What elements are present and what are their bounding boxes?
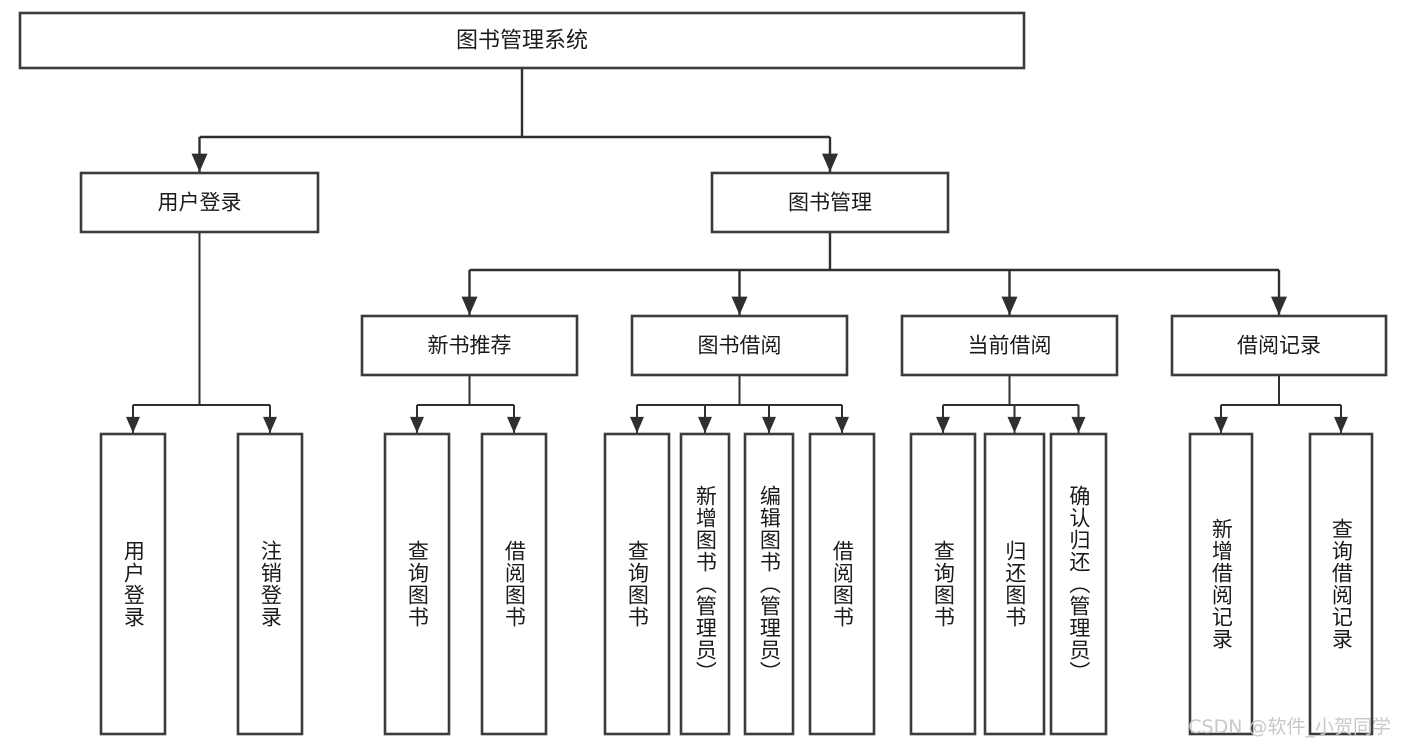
arrow-head-icon — [1007, 416, 1022, 433]
node-box-root — [18, 11, 1026, 70]
node-label-user-login: 用户登录 — [158, 191, 242, 215]
node-label-wrap-leaf-logout: 注销登录 — [258, 540, 283, 628]
node-box-current-borrow — [900, 314, 1119, 377]
arrow-head-icon — [263, 416, 277, 433]
node-box-leaf-query-record — [1308, 432, 1374, 736]
node-leaf-borrow-book-1[interactable]: 借阅图书 — [480, 432, 548, 736]
node-book-borrow[interactable]: 图书借阅 — [630, 314, 849, 377]
node-box-leaf-query-book-3 — [909, 432, 977, 736]
node-root[interactable]: 图书管理系统 — [18, 11, 1026, 70]
arrow-head-icon — [126, 416, 140, 433]
node-label-book-borrow: 图书借阅 — [698, 334, 782, 358]
arrow-head-icon — [762, 416, 776, 433]
node-box-borrow-record — [1170, 314, 1388, 377]
connector-layer — [126, 68, 1348, 433]
node-box-leaf-borrow-book-1 — [480, 432, 548, 736]
arrow-head-icon — [731, 296, 748, 315]
arrow-head-icon — [936, 416, 950, 433]
arrow-head-icon — [1334, 416, 1348, 433]
node-box-new-book-recommend — [360, 314, 579, 377]
node-box-leaf-user-login — [99, 432, 167, 736]
node-leaf-query-book-3[interactable]: 查询图书 — [909, 432, 977, 736]
node-label-leaf-user-login: 用户登录 — [121, 540, 146, 628]
node-label-leaf-borrow-book-1: 借阅图书 — [502, 540, 527, 628]
node-box-leaf-add-record — [1188, 432, 1254, 736]
node-box-book-manage — [710, 171, 950, 234]
arrow-head-icon — [835, 416, 849, 433]
node-box-book-borrow — [630, 314, 849, 377]
node-label-leaf-query-record: 查询借阅记录 — [1329, 518, 1354, 650]
node-label-wrap-leaf-edit-book: 编辑图书（管理员） — [757, 485, 782, 683]
node-new-book-recommend[interactable]: 新书推荐 — [360, 314, 579, 377]
node-leaf-add-book[interactable]: 新增图书（管理员） — [679, 432, 731, 736]
node-leaf-return-book[interactable]: 归还图书 — [983, 432, 1046, 736]
arrow-head-icon — [461, 296, 478, 315]
node-label-leaf-query-book-3: 查询图书 — [931, 540, 956, 628]
node-label-wrap-leaf-confirm-return: 确认归还（管理员） — [1066, 485, 1091, 683]
arrow-head-icon — [1271, 296, 1287, 315]
node-label-borrow-record: 借阅记录 — [1237, 334, 1321, 358]
node-label-root: 图书管理系统 — [456, 29, 588, 54]
node-box-user-login — [79, 171, 320, 234]
node-label-wrap-leaf-return-book: 归还图书 — [1002, 540, 1027, 628]
node-box-leaf-query-book-2 — [603, 432, 671, 736]
node-box-leaf-edit-book — [743, 432, 795, 736]
node-box-leaf-query-book-1 — [383, 432, 451, 736]
node-layer: 图书管理系统用户登录图书管理新书推荐图书借阅当前借阅借阅记录用户登录注销登录查询… — [18, 11, 1388, 736]
node-label-new-book-recommend: 新书推荐 — [428, 334, 512, 358]
node-label-wrap-leaf-query-book-3: 查询图书 — [931, 540, 956, 628]
node-leaf-query-record[interactable]: 查询借阅记录 — [1308, 432, 1374, 736]
node-book-manage[interactable]: 图书管理 — [710, 171, 950, 234]
node-label-leaf-return-book: 归还图书 — [1002, 540, 1027, 628]
node-box-leaf-add-book — [679, 432, 731, 736]
node-label-leaf-query-book-2: 查询图书 — [625, 540, 650, 628]
node-label-wrap-leaf-add-book: 新增图书（管理员） — [693, 485, 718, 683]
node-label-wrap-leaf-query-book-1: 查询图书 — [405, 540, 430, 628]
arrow-head-icon — [507, 416, 521, 433]
node-label-leaf-confirm-return: 确认归还（管理员） — [1066, 485, 1091, 683]
node-label-leaf-add-record: 新增借阅记录 — [1209, 518, 1234, 650]
node-borrow-record[interactable]: 借阅记录 — [1170, 314, 1388, 377]
node-box-leaf-logout — [236, 432, 304, 736]
arrow-head-icon — [1071, 416, 1086, 433]
node-label-wrap-leaf-add-record: 新增借阅记录 — [1209, 518, 1234, 650]
node-leaf-edit-book[interactable]: 编辑图书（管理员） — [743, 432, 795, 736]
node-label-wrap-leaf-borrow-book-1: 借阅图书 — [502, 540, 527, 628]
arrow-head-icon — [822, 153, 838, 172]
node-label-leaf-edit-book: 编辑图书（管理员） — [757, 485, 782, 683]
node-leaf-borrow-book-2[interactable]: 借阅图书 — [808, 432, 876, 736]
arrow-head-icon — [698, 416, 712, 433]
node-label-current-borrow: 当前借阅 — [968, 334, 1052, 358]
node-label-wrap-leaf-query-record: 查询借阅记录 — [1329, 518, 1354, 650]
node-leaf-add-record[interactable]: 新增借阅记录 — [1188, 432, 1254, 736]
node-box-leaf-borrow-book-2 — [808, 432, 876, 736]
arrow-head-icon — [1214, 416, 1228, 433]
arrow-head-icon — [410, 416, 424, 433]
node-label-leaf-query-book-1: 查询图书 — [405, 540, 430, 628]
arrow-head-icon — [630, 416, 644, 433]
node-label-wrap-leaf-borrow-book-2: 借阅图书 — [830, 540, 855, 628]
node-label-book-manage: 图书管理 — [788, 191, 872, 215]
node-label-leaf-add-book: 新增图书（管理员） — [693, 485, 718, 683]
node-label-wrap-leaf-query-book-2: 查询图书 — [625, 540, 650, 628]
node-leaf-confirm-return[interactable]: 确认归还（管理员） — [1049, 432, 1108, 736]
node-box-leaf-return-book — [983, 432, 1046, 736]
arrow-head-icon — [191, 153, 208, 172]
node-leaf-logout[interactable]: 注销登录 — [236, 432, 304, 736]
node-current-borrow[interactable]: 当前借阅 — [900, 314, 1119, 377]
node-leaf-user-login[interactable]: 用户登录 — [99, 432, 167, 736]
node-leaf-query-book-2[interactable]: 查询图书 — [603, 432, 671, 736]
node-label-leaf-borrow-book-2: 借阅图书 — [830, 540, 855, 628]
node-label-wrap-leaf-user-login: 用户登录 — [121, 540, 146, 628]
arrow-head-icon — [1001, 296, 1018, 315]
node-user-login[interactable]: 用户登录 — [79, 171, 320, 234]
node-label-leaf-logout: 注销登录 — [258, 540, 283, 628]
node-box-leaf-confirm-return — [1049, 432, 1108, 736]
node-leaf-query-book-1[interactable]: 查询图书 — [383, 432, 451, 736]
